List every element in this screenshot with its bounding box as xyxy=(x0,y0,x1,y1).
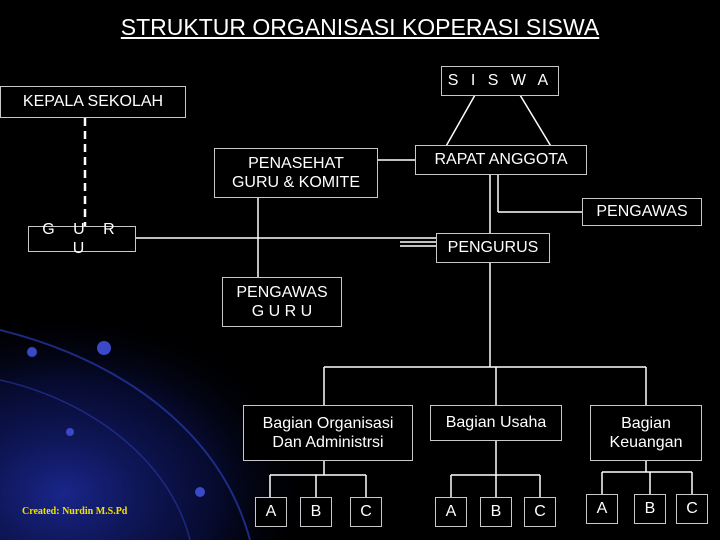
background-glow xyxy=(0,230,420,540)
node-bagian-keuangan: Bagian Keuangan xyxy=(590,405,702,461)
node-pengurus: PENGURUS xyxy=(436,233,550,263)
background-dot xyxy=(27,347,37,357)
node-keuangan-c: C xyxy=(676,494,708,524)
node-penasehat: PENASEHAT GURU & KOMITE xyxy=(214,148,378,198)
connector-line xyxy=(444,94,476,149)
node-usaha-a: A xyxy=(435,497,467,527)
node-organisasi-c: C xyxy=(350,497,382,527)
connector-lines xyxy=(83,94,693,497)
node-rapat-anggota: RAPAT ANGGOTA xyxy=(415,145,587,175)
node-usaha-b: B xyxy=(480,497,512,527)
node-guru: G U R U xyxy=(28,221,136,257)
node-pengawas-guru: PENGAWAS G U R U xyxy=(222,277,342,327)
node-organisasi-a: A xyxy=(255,497,287,527)
background-arc xyxy=(0,379,191,540)
node-kepala-sekolah: KEPALA SEKOLAH xyxy=(0,86,186,118)
node-bagian-usaha: Bagian Usaha xyxy=(430,405,562,441)
credit-text: Created: Nurdin M.S.Pd xyxy=(22,506,128,517)
node-organisasi-b: B xyxy=(300,497,332,527)
node-pengawas: PENGAWAS xyxy=(582,198,702,226)
node-keuangan-b: B xyxy=(634,494,666,524)
background-dot xyxy=(66,428,74,436)
background-dot xyxy=(195,487,205,497)
node-usaha-c: C xyxy=(524,497,556,527)
node-siswa: S I S W A xyxy=(441,66,559,96)
background-arc xyxy=(0,329,251,540)
node-bagian-organisasi: Bagian Organisasi Dan Administrsi xyxy=(243,405,413,461)
node-keuangan-a: A xyxy=(586,494,618,524)
background-dot xyxy=(97,341,111,355)
connector-line xyxy=(519,94,553,149)
chart-title: STRUKTUR ORGANISASI KOPERASI SISWA xyxy=(120,14,600,40)
